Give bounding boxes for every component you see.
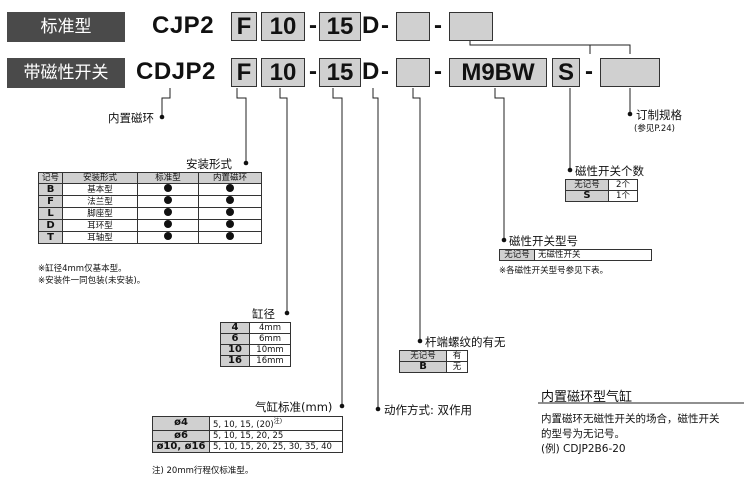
separator-dash: - — [381, 12, 389, 39]
table-row: 10 10mm — [220, 344, 291, 356]
filled-dot-icon — [226, 232, 235, 240]
separator-dash: - — [434, 58, 442, 85]
qty-box-row2: S — [552, 58, 580, 87]
table-row: 16 16mm — [220, 355, 291, 367]
table-row: ø10, ø16 5, 10, 15, 20, 25, 30, 35, 40 — [152, 440, 343, 453]
bore-box-row1: 10 — [261, 12, 305, 41]
switch-qty-label: 磁性开关个数 — [575, 164, 644, 178]
stroke-table: ø4 5, 10, 15, (20)注) ø6 5, 10, 15, 20, 2… — [152, 416, 343, 453]
table-row: F 法兰型 — [37, 195, 263, 208]
model-cdjp2: CDJP2 — [136, 58, 216, 85]
switch-qty-table: 无记号 2个 S 1个 — [565, 179, 638, 202]
table-row: B 基本型 — [37, 183, 263, 196]
info-title: 内置磁环型气缸 — [541, 390, 633, 405]
mount-note-1: ※缸径4mm仅基本型。 — [38, 264, 127, 274]
filled-dot-icon — [164, 232, 173, 240]
mount-header-standard: 标准型 — [137, 172, 200, 184]
filled-dot-icon — [226, 196, 235, 204]
table-row: ø6 5, 10, 15, 20, 25 — [152, 429, 343, 442]
separator-dash: - — [309, 58, 317, 85]
separator-dash: - — [585, 58, 593, 85]
stroke-box-row1: 15 — [319, 12, 361, 41]
mount-header-key: 记号 — [37, 172, 64, 184]
mounting-table: 记号 安装形式 标准型 内置磁环 B 基本型 F 法兰型 L 脚座型 D 耳环型… — [37, 172, 263, 244]
bore-label: 缸径 — [252, 307, 275, 321]
separator-dash: - — [434, 12, 442, 39]
stroke-label: 气缸标准(mm) — [255, 400, 333, 414]
table-row: L 脚座型 — [37, 207, 263, 220]
table-row: B 无 — [399, 361, 468, 373]
mount-note-2: ※安装件一同包装(未安装)。 — [38, 276, 146, 286]
switch-box-row2: M9BW — [449, 58, 547, 87]
action-letter-row1: D — [362, 12, 380, 39]
order-spec-ref: (参见P.24) — [634, 124, 675, 134]
bore-box-row2: 10 — [261, 58, 305, 87]
magnetic-switch-tag: 带磁性开关 — [7, 58, 125, 88]
table-row: 6 6mm — [220, 333, 291, 345]
custom-box-row1 — [449, 12, 493, 41]
info-example: (例) CDJP2B6-20 — [541, 443, 626, 455]
table-row: 4 4mm — [220, 322, 291, 334]
switch-model-table: 无记号 无磁性开关 — [499, 249, 652, 261]
rod-thread-label: 杆端螺纹的有无 — [425, 335, 506, 349]
table-row: 无记号 无磁性开关 — [499, 249, 652, 261]
filled-dot-icon — [164, 220, 173, 228]
table-row: D 耳环型 — [37, 219, 263, 232]
switch-model-label: 磁性开关型号 — [509, 234, 578, 248]
table-row: S 1个 — [565, 190, 638, 202]
order-spec-label: 订制规格 — [636, 108, 682, 122]
filled-dot-icon — [164, 196, 173, 204]
stroke-note: 注) 20mm行程仅标准型。 — [152, 466, 254, 476]
mounting-label: 安装形式 — [186, 157, 232, 171]
filled-dot-icon — [226, 208, 235, 216]
action-label: 动作方式: 双作用 — [384, 403, 473, 417]
filled-dot-icon — [226, 184, 235, 192]
switch-note: ※各磁性开关型号参见下表。 — [499, 266, 609, 276]
mount-box-row1: F — [231, 12, 257, 41]
rod-box-row1 — [396, 12, 430, 41]
model-cjp2: CJP2 — [152, 12, 215, 39]
separator-dash: - — [381, 58, 389, 85]
custom-box-row2 — [600, 58, 660, 87]
rod-thread-table: 无记号 有 B 无 — [399, 350, 468, 373]
standard-type-tag: 标准型 — [7, 12, 125, 42]
mount-header-type: 安装形式 — [62, 172, 139, 184]
filled-dot-icon — [164, 208, 173, 216]
separator-dash: - — [309, 12, 317, 39]
bore-table: 4 4mm 6 6mm 10 10mm 16 16mm — [220, 322, 291, 367]
action-letter-row2: D — [362, 58, 380, 85]
table-row: T 耳轴型 — [37, 231, 263, 244]
filled-dot-icon — [226, 220, 235, 228]
rod-box-row2 — [396, 58, 430, 87]
filled-dot-icon — [164, 184, 173, 192]
info-line-2: 的型号为无记号。 — [541, 428, 625, 440]
stroke-box-row2: 15 — [319, 58, 361, 87]
table-row: ø4 5, 10, 15, (20)注) — [152, 416, 343, 431]
mount-header-magnet: 内置磁环 — [198, 172, 263, 184]
table-row: 无记号 有 — [399, 350, 468, 362]
magnet-label: 内置磁环 — [108, 111, 154, 125]
mount-box-row2: F — [231, 58, 257, 87]
table-row: 无记号 2个 — [565, 179, 638, 191]
info-line-1: 内置磁环无磁性开关的场合，磁性开关 — [541, 413, 720, 425]
